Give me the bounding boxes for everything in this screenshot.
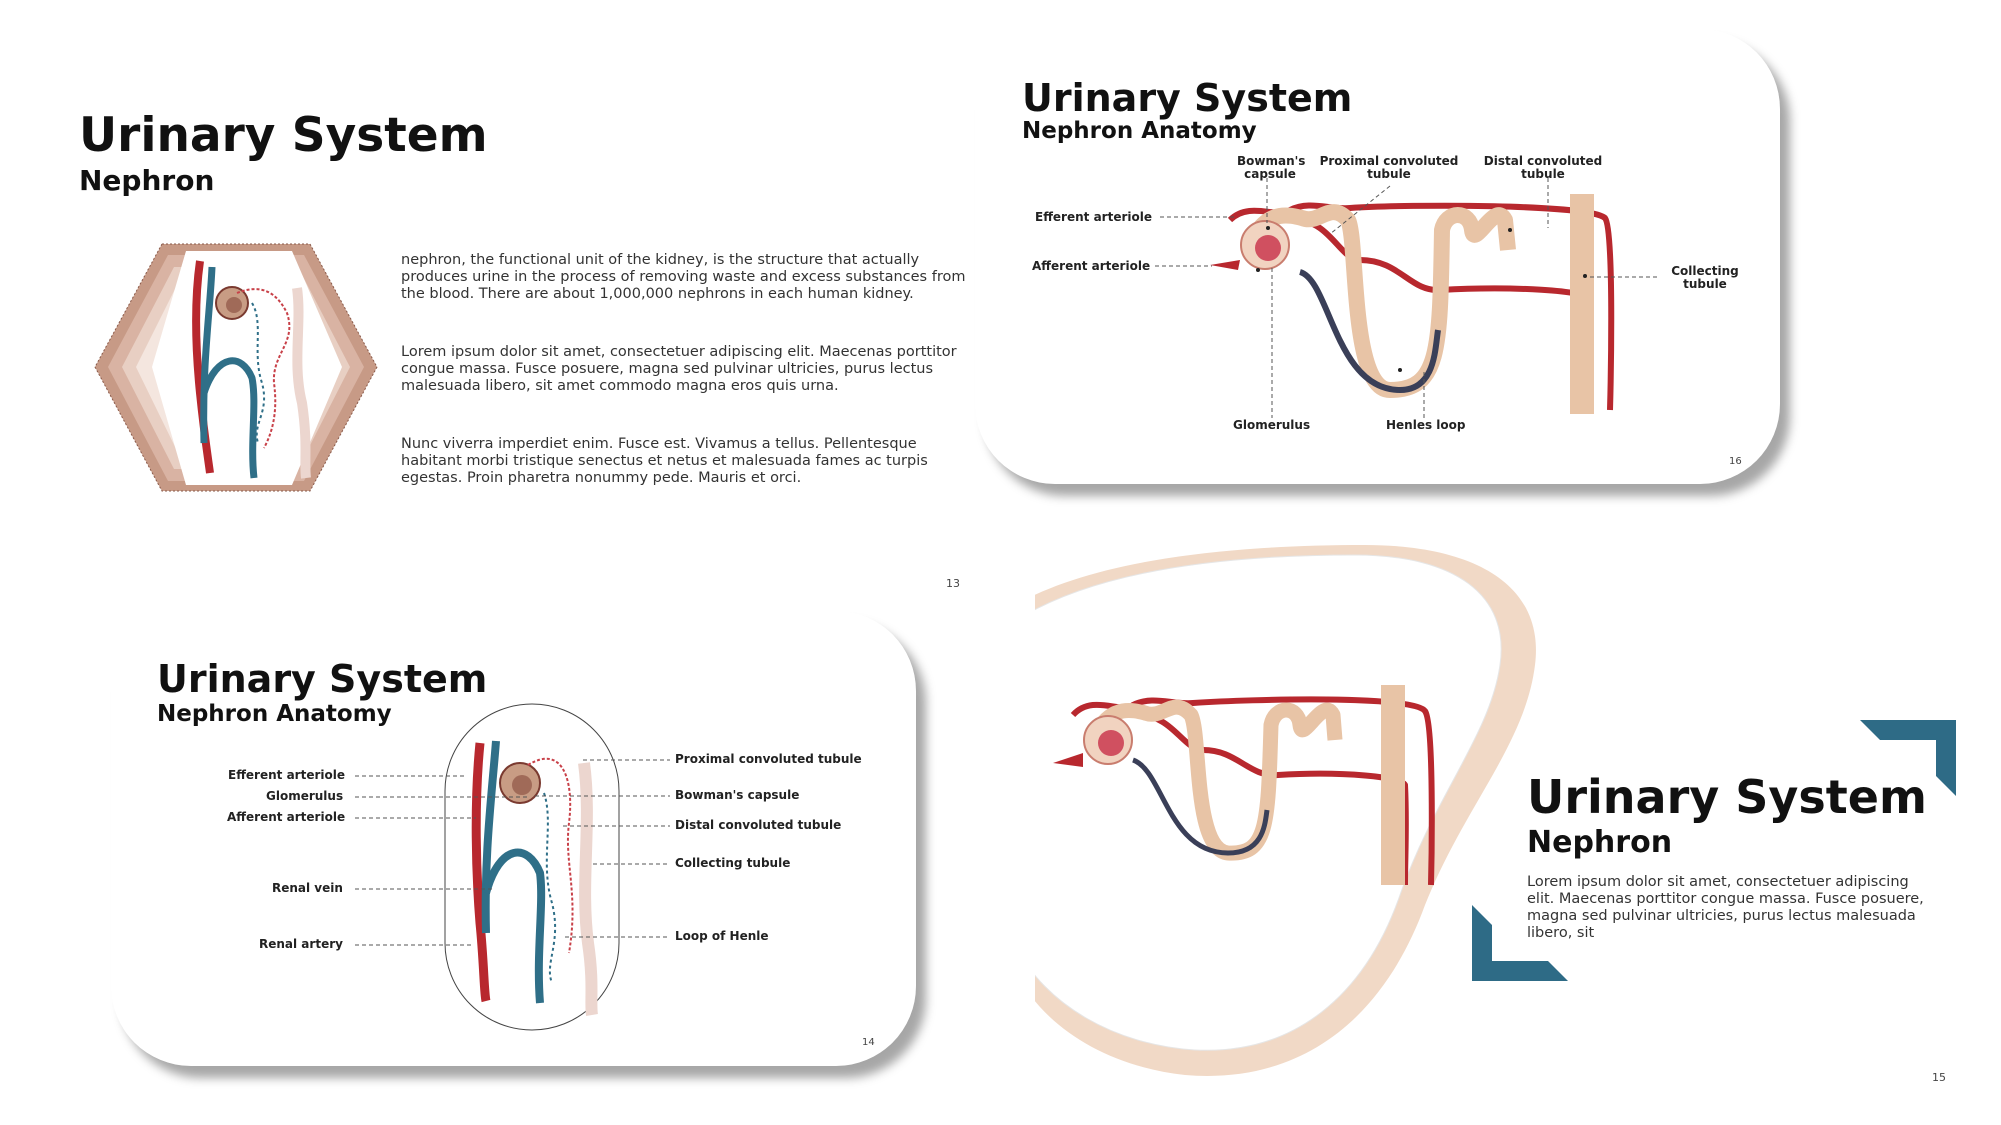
slide-16-card [975, 29, 1780, 484]
slide-16-page-number: 16 [1729, 456, 1742, 467]
slide-14-page-number: 14 [862, 1037, 875, 1048]
slide-13-title: Urinary System [79, 108, 488, 163]
hexagon-nephron-illustration [94, 243, 378, 492]
label-collecting-tubule: Collecting tubule [1671, 264, 1739, 291]
teal-corner-top-right [1860, 720, 1956, 796]
label-glomerulus: Glomerulus [266, 789, 344, 803]
label-efferent-arteriole: Efferent arteriole [1035, 210, 1152, 224]
label-distal-convoluted-tubule: Distal convoluted tubule [675, 818, 842, 832]
slide-13-page-number: 13 [946, 577, 960, 590]
slide-13-paragraph-2: Lorem ipsum dolor sit amet, consectetuer… [401, 344, 957, 394]
label-afferent-arteriole: Afferent arteriole [227, 810, 346, 824]
slide-15-subtitle: Nephron [1527, 825, 1673, 860]
slide-13-paragraph-3: Nunc viverra imperdiet enim. Fusce est. … [401, 436, 928, 486]
slide-15-blob-background [1005, 545, 1536, 1076]
slide-15-paragraph: Lorem ipsum dolor sit amet, consectetuer… [1527, 874, 1924, 941]
label-collecting-tubule: Collecting tubule [675, 856, 791, 870]
slide-15-nephron-diagram [1053, 685, 1435, 886]
slide-15-page-number: 15 [1932, 1071, 1946, 1084]
teal-corner-bottom-left [1472, 905, 1568, 981]
label-bowmans-capsule: Bowman's capsule [1237, 154, 1306, 181]
label-distal-convoluted-tubule: Distal convoluted tubule [1483, 154, 1603, 181]
slide-16-title: Urinary System [1022, 76, 1353, 120]
capsule-nephron-illustration [444, 703, 620, 1031]
label-henles-loop: Henles loop [1386, 418, 1466, 432]
slide-13-subtitle: Nephron [79, 164, 215, 197]
label-renal-artery: Renal artery [259, 937, 343, 951]
label-proximal-convoluted-tubule: Proximal convoluted tubule [1319, 154, 1459, 181]
label-afferent-arteriole: Afferent arteriole [1032, 259, 1151, 273]
slide-14-subtitle: Nephron Anatomy [157, 701, 392, 727]
label-efferent-arteriole: Efferent arteriole [228, 768, 345, 782]
label-loop-of-henle: Loop of Henle [675, 929, 769, 943]
slide-16-subtitle: Nephron Anatomy [1022, 118, 1257, 144]
label-renal-vein: Renal vein [272, 881, 343, 895]
slide-14-title: Urinary System [157, 657, 488, 701]
label-bowmans-capsule: Bowman's capsule [675, 788, 800, 802]
slide-15-title: Urinary System [1527, 770, 1927, 824]
label-proximal-convoluted-tubule: Proximal convoluted tubule [675, 752, 862, 766]
label-glomerulus: Glomerulus [1233, 418, 1311, 432]
slide-15-left-mask [1005, 545, 1035, 1085]
slide-13-paragraph-1: nephron, the functional unit of the kidn… [401, 252, 966, 302]
nephron-diagram [1210, 194, 1615, 414]
